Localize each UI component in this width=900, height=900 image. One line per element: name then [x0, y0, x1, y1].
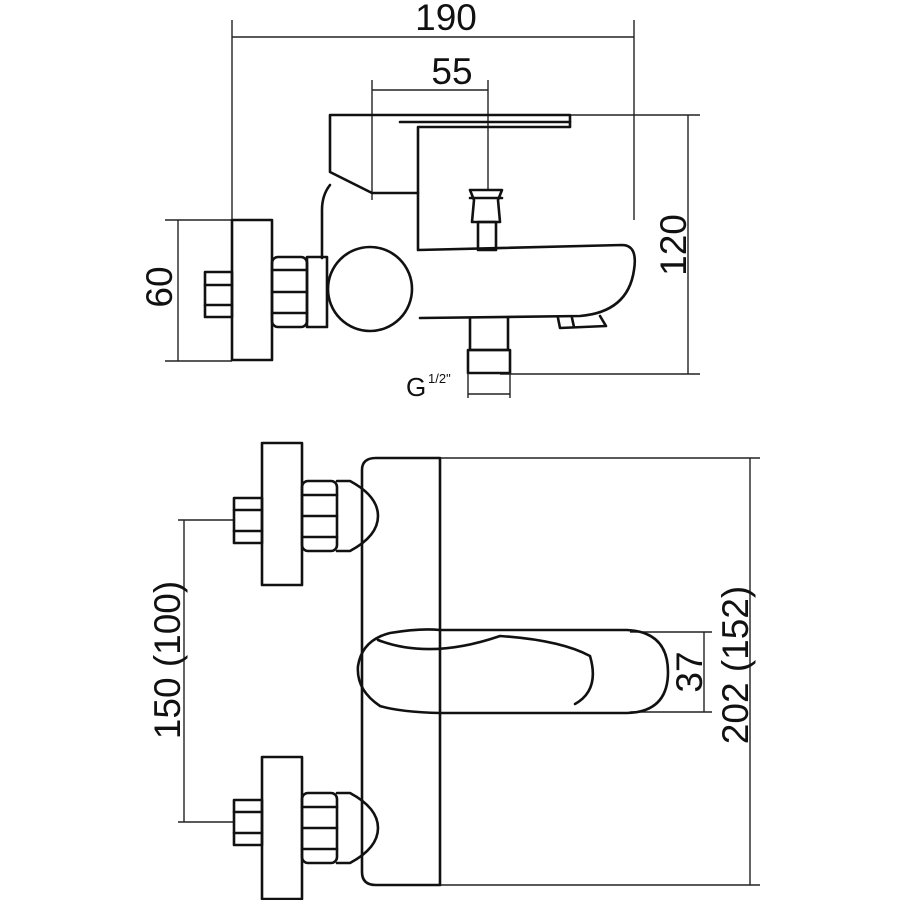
thread-label-size: 1/2"	[428, 371, 451, 386]
hex-nut	[270, 255, 329, 329]
dimension-label-37: 37	[669, 651, 710, 692]
dimension-wall-plate-height: 60	[139, 219, 232, 362]
dimension-total-height: 120	[500, 114, 700, 375]
spout-tip	[556, 314, 608, 330]
dimension-label-150: 150 (100)	[147, 581, 188, 739]
dimension-label-202: 202 (152)	[715, 586, 756, 744]
mixer-body	[320, 183, 637, 333]
dimension-label-60: 60	[139, 266, 180, 307]
lever-handle-plan	[356, 628, 670, 715]
side-view: 190 55 60 120	[139, 0, 700, 402]
dimension-spout-offset: 55	[371, 51, 489, 200]
thread-size-label: G 1/2"	[406, 371, 511, 402]
upper-wall-connection	[232, 441, 380, 587]
lever-handle	[328, 113, 572, 195]
hose-outlet	[466, 316, 512, 375]
dimension-total-width: 190	[231, 0, 635, 220]
dimension-label-55: 55	[431, 51, 472, 92]
dimension-label-120: 120	[653, 214, 694, 276]
dimension-label-190: 190	[415, 0, 477, 38]
diverter-knob	[468, 188, 504, 252]
wall-plate	[203, 218, 274, 362]
central-body	[360, 456, 442, 887]
plan-view: 150 (100) 202 (152) 37	[147, 441, 760, 900]
lower-wall-connection	[232, 755, 380, 900]
dimension-body-length: 202 (152)	[440, 457, 760, 886]
dimension-lever-width: 37	[630, 631, 712, 713]
thread-label-g: G	[406, 372, 426, 402]
dimension-connection-distance: 150 (100)	[147, 519, 234, 823]
